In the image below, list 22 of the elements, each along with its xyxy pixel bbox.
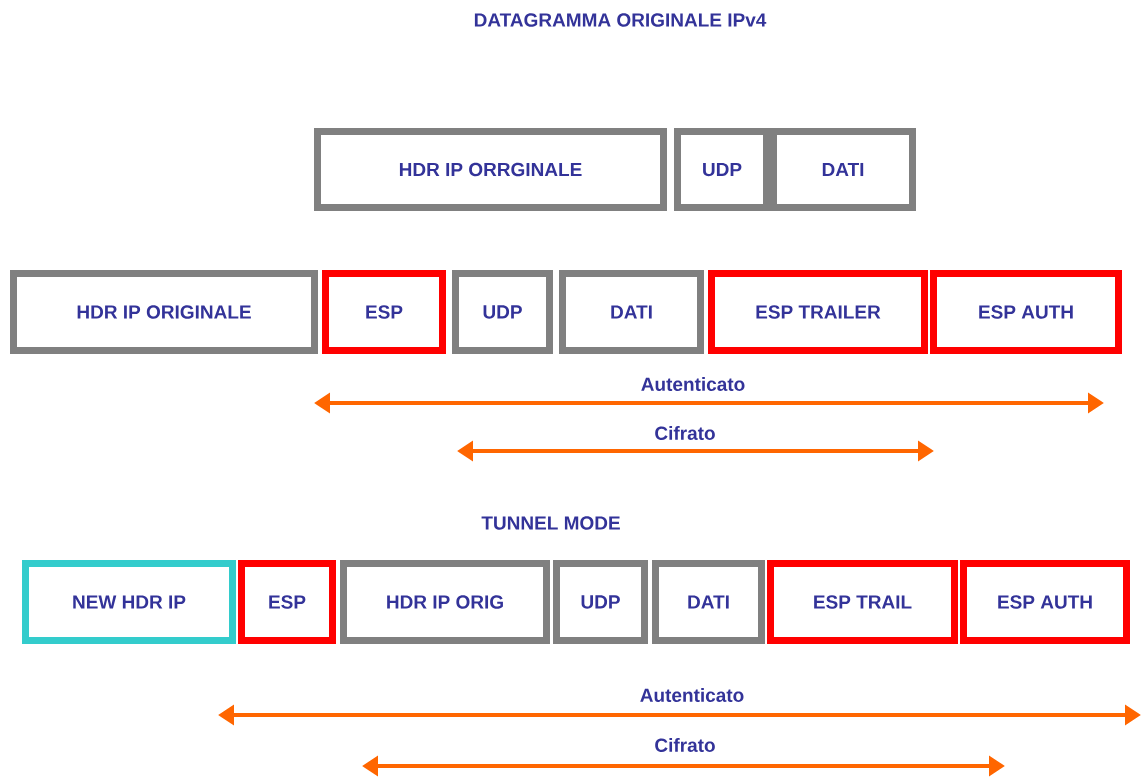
- packet-field: UDP: [553, 560, 648, 644]
- packet-field: HDR IP ORIG: [340, 560, 550, 644]
- packet-field: ESP TRAIL: [767, 560, 958, 644]
- packet-field: ESP AUTH: [930, 270, 1122, 354]
- span-label: Cifrato: [655, 738, 715, 752]
- span-label: Autenticato: [640, 688, 744, 702]
- packet-field: ESP: [322, 270, 446, 354]
- packet-field: DATI: [652, 560, 765, 644]
- packet-field: ESP: [238, 560, 336, 644]
- packet-field: UDP: [452, 270, 553, 354]
- packet-field: UDP: [674, 128, 770, 211]
- packet-field: DATI: [559, 270, 704, 354]
- packet-field: DATI: [770, 128, 916, 211]
- packet-field: ESP AUTH: [960, 560, 1130, 644]
- packet-field: HDR IP ORIGINALE: [10, 270, 318, 354]
- packet-field: NEW HDR IP: [22, 560, 236, 644]
- span-label: Autenticato: [641, 377, 745, 391]
- section-heading: TUNNEL MODE: [481, 516, 620, 530]
- packet-field: HDR IP ORRGINALE: [314, 128, 667, 211]
- packet-field: ESP TRAILER: [708, 270, 928, 354]
- span-label: Cifrato: [655, 426, 715, 440]
- title: DATAGRAMMA ORIGINALE IPv4: [474, 13, 767, 27]
